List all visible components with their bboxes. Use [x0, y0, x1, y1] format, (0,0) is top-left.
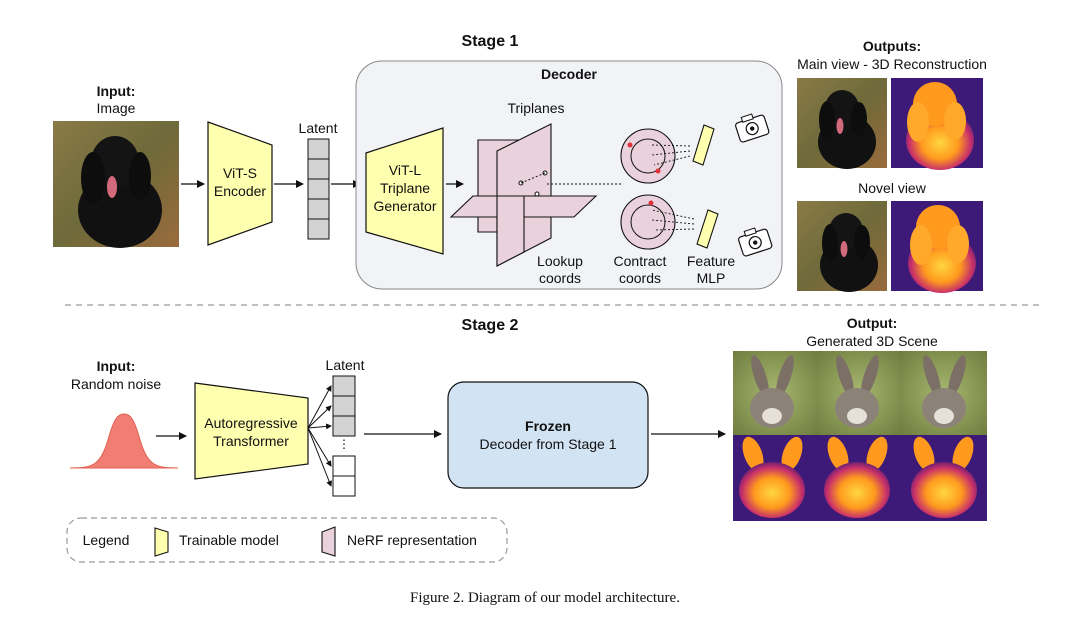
- legend-trainable-label: Trainable model: [179, 532, 279, 548]
- lookup-dotted: [520, 172, 546, 184]
- stage1-latent-label: Latent: [299, 120, 338, 136]
- main-view-depth-image: [891, 78, 983, 170]
- vit-s-encoder-l2: Encoder: [214, 183, 266, 199]
- decoder-title: Decoder: [541, 66, 598, 82]
- frozen-decoder-box: Frozen Decoder from Stage 1: [447, 381, 649, 489]
- mlp-l2: MLP: [697, 270, 726, 286]
- generated-rabbit-depth-1: [733, 435, 817, 521]
- stage2-output-sub: Generated 3D Scene: [806, 333, 938, 349]
- novel-view-depth-image: [891, 201, 983, 293]
- stage1-title: Stage 1: [462, 33, 519, 50]
- generated-rabbit-rgb-2: [817, 351, 901, 435]
- novel-view-label: Novel view: [858, 180, 927, 196]
- stage2-latent-label: Latent: [326, 357, 365, 373]
- vit-l-triplane-generator: ViT-L Triplane Generator: [365, 127, 444, 255]
- camera-icon: [738, 227, 773, 257]
- vit-s-encoder-l1: ViT-S: [223, 165, 257, 181]
- main-view-rgb-image: [797, 78, 887, 169]
- generator-l3: Generator: [373, 198, 436, 214]
- camera-icon: [735, 113, 770, 143]
- stage2-input-sub: Random noise: [71, 376, 161, 392]
- contract-sphere-bottom: [620, 194, 695, 250]
- lookup-l2: coords: [539, 270, 581, 286]
- generator-l2: Triplane: [380, 180, 430, 196]
- generated-rabbit-depth-2: [817, 435, 901, 521]
- figure-caption: Figure 2. Diagram of our model architect…: [410, 590, 680, 606]
- stage2-latent-stack: [332, 375, 356, 497]
- transformer-l2: Transformer: [213, 433, 289, 449]
- transformer-to-latent-fan: [307, 385, 332, 487]
- stage2-output-title: Output:: [847, 315, 898, 331]
- triplanes-shape: [449, 123, 598, 267]
- decoder-box: [355, 60, 783, 290]
- legend-trainable-swatch: [154, 527, 169, 557]
- frozen-title: Frozen: [525, 418, 571, 434]
- generated-rabbit-rgb-1: [733, 351, 817, 435]
- stage2-input-title: Input:: [97, 358, 136, 374]
- novel-view-rgb-image: [797, 201, 887, 292]
- triplanes-label: Triplanes: [507, 100, 564, 116]
- latent-ellipsis: ⋮: [338, 437, 350, 451]
- contract-l2: coords: [619, 270, 661, 286]
- legend-box: [66, 517, 508, 563]
- legend-title: Legend: [83, 532, 130, 548]
- vit-s-encoder: ViT-S Encoder: [207, 121, 273, 246]
- legend-nerf-swatch: [321, 526, 336, 557]
- frozen-sub: Decoder from Stage 1: [480, 436, 617, 452]
- stage1-input-sub: Image: [97, 100, 136, 116]
- main-view-label: Main view - 3D Reconstruction: [797, 56, 987, 72]
- generated-rabbit-rgb-3: [901, 351, 987, 435]
- input-dog-image: [53, 121, 179, 248]
- autoregressive-transformer: Autoregressive Transformer: [194, 382, 309, 480]
- random-noise-curve: [69, 413, 179, 469]
- lookup-l1: Lookup: [537, 253, 583, 269]
- stage1-input-title: Input:: [97, 83, 136, 99]
- stage1-outputs-title: Outputs:: [863, 38, 921, 54]
- stage2-title: Stage 2: [462, 317, 519, 334]
- contract-l1: Contract: [614, 253, 667, 269]
- lookup-point-3: [534, 191, 540, 197]
- generator-l1: ViT-L: [389, 162, 422, 178]
- contract-sphere-top: [620, 128, 691, 184]
- generated-rabbit-depth-3: [901, 435, 987, 521]
- feature-mlp-top: [692, 124, 715, 166]
- transformer-l1: Autoregressive: [204, 415, 298, 431]
- mlp-l1: Feature: [687, 253, 735, 269]
- legend-nerf-label: NeRF representation: [347, 532, 477, 548]
- stage1-latent-stack: [307, 138, 330, 240]
- feature-mlp-bottom: [696, 209, 719, 249]
